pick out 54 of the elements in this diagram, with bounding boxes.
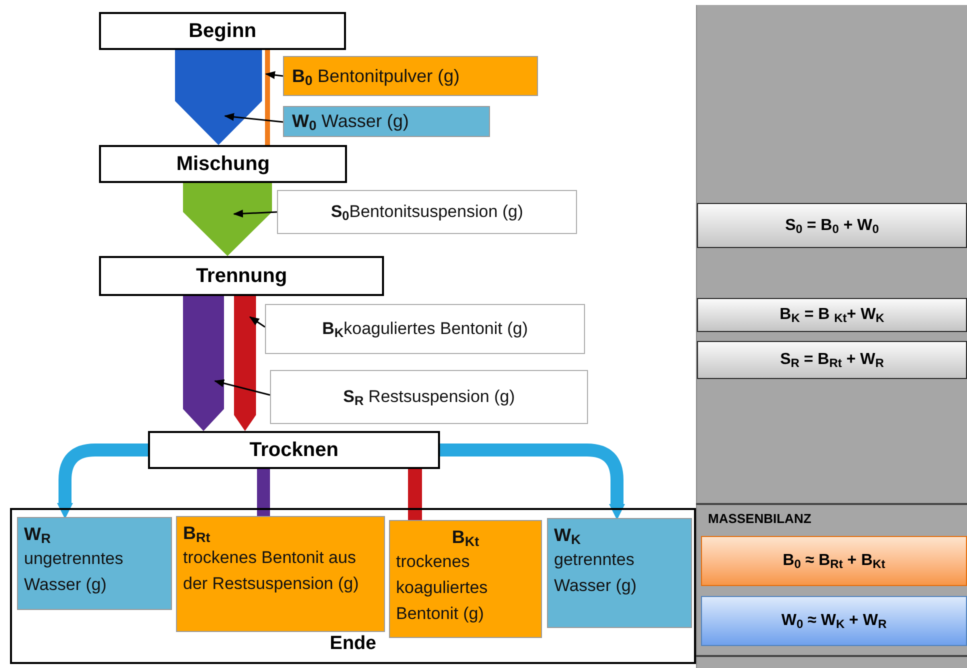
equation-box (701, 536, 967, 586)
node-text: S$_{0}$Bentonitsuspension (g) (330, 201, 524, 225)
node-text: B$_{K}$ = B $_{Kt}$+ W$_{K}$ (780, 305, 884, 327)
process-box (99, 12, 346, 50)
leader-line (265, 71, 284, 80)
equation-box (697, 203, 967, 248)
node-text: Ende (330, 632, 376, 654)
node-text: B$_{0}$ ≈ B$_{Rt}$ + B$_{Kt}$ (782, 551, 886, 573)
node-text: S$_{R}$ = B$_{Rt}$ + W$_{R}$ (780, 350, 884, 372)
node-text: ungetrenntes Wasser (g) (24, 549, 124, 594)
node-text: getrenntes Wasser (g) (554, 550, 636, 595)
leader-line (249, 316, 266, 328)
equation-box (701, 596, 967, 646)
leader-line (214, 379, 270, 396)
node-text: S$_{0}$ = B$_{0}$ + W$_{0}$ (785, 216, 879, 238)
input-label (283, 56, 538, 96)
result-box (389, 520, 542, 638)
flow-arrow (234, 296, 256, 431)
process-box (148, 431, 440, 469)
process-box (99, 256, 384, 296)
flow-arrow (57, 444, 148, 519)
input-label (283, 106, 490, 137)
node-text: B$_{K}$koaguliertes Bentonit (g) (322, 318, 528, 342)
result-box (17, 517, 172, 610)
node-text: S$_{R}$ Restsuspension (g) (343, 386, 515, 410)
flow-arrow (183, 296, 224, 431)
flow-arrow (183, 183, 272, 256)
node-text: Trocknen (250, 438, 338, 463)
process-box (99, 145, 347, 183)
node-text: W$_{0}$ Wasser (g) (292, 110, 409, 135)
node-text: trockenes Bentonit aus der Restsuspension (g) (183, 548, 359, 593)
leader-line (224, 112, 284, 123)
callout-box (277, 190, 577, 234)
result-box (547, 518, 692, 628)
node-text: Trennung (196, 264, 288, 289)
node-text: Beginn (188, 19, 256, 44)
flow-arrow (175, 50, 262, 145)
equation-box (697, 341, 967, 379)
node-text: B$_{Rt}$ (183, 523, 210, 543)
section-heading: MASSENBILANZ (708, 510, 812, 528)
callout-box (270, 370, 588, 424)
node-text: B$_{Kt}$ (452, 527, 480, 547)
node-text: W$_{R}$ (24, 524, 51, 544)
leader-line (233, 210, 278, 218)
callout-box (265, 304, 585, 354)
result-box (176, 516, 385, 632)
node-text: W$_{K}$ (554, 525, 581, 545)
node-text: trockenes koaguliertes Bentonit (g) (396, 552, 488, 623)
node-text: B$_{0}$ Bentonitpulver (g) (292, 64, 460, 90)
flow-arrow (440, 444, 625, 520)
node-text: Mischung (176, 152, 270, 177)
equation-box (697, 298, 967, 332)
end-frame (10, 508, 696, 664)
node-text: W$_{0}$ ≈ W$_{K}$ + W$_{R}$ (781, 611, 887, 633)
